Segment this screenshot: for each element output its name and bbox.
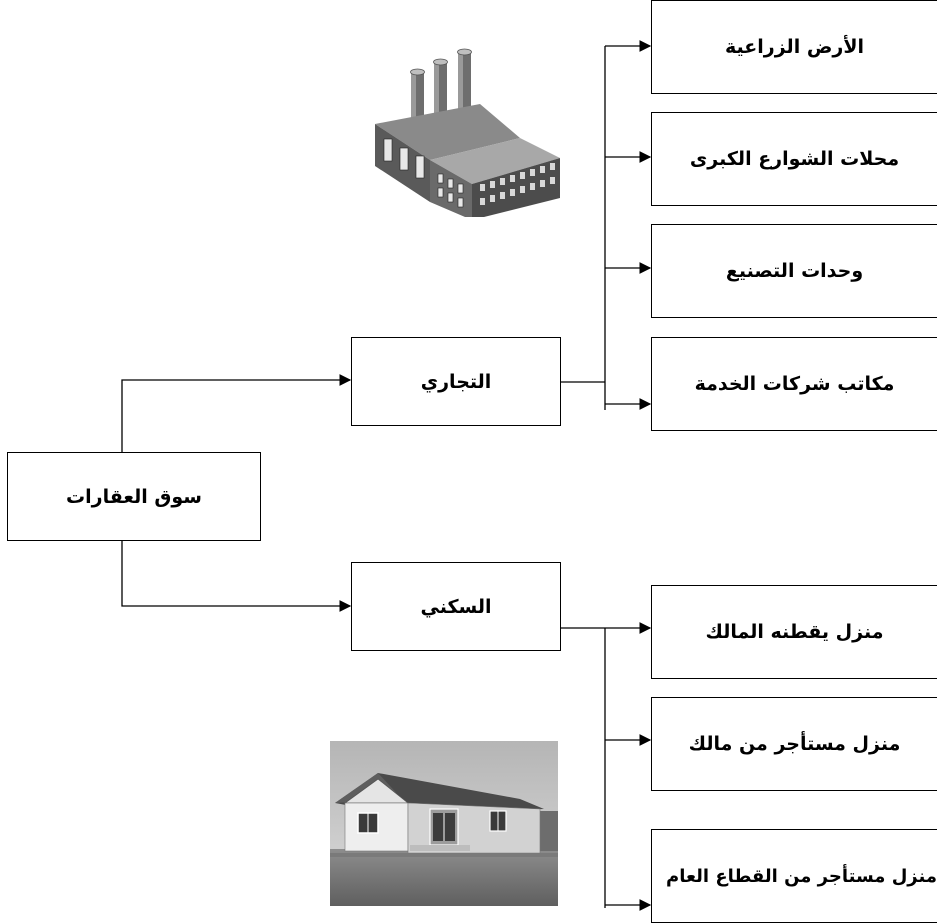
leaf-label: منزل مستأجر من مالك [688,733,901,755]
root-to-commercial-arrow [121,374,352,452]
leaf-label: وحدات التصنيع [725,260,864,282]
commercial-label: التجاري [420,370,492,393]
leaf-private-rented: منزل مستأجر من مالك [651,697,937,791]
leaf-service-offices: مكاتب شركات الخدمة [651,337,937,431]
residential-label: السكني [420,595,492,618]
root-label: سوق العقارات [66,485,202,508]
residential-node: السكني [351,562,561,651]
leaf-label: مكاتب شركات الخدمة [694,373,895,395]
leaf-public-rented: منزل مستأجر من القطاع العام [651,829,937,923]
leaf-farmland: الأرض الزراعية [651,0,937,94]
leaf-label: محلات الشوارع الكبرى [689,148,900,170]
root-node: سوق العقارات [7,452,261,541]
leaf-label: منزل مستأجر من القطاع العام [666,865,937,887]
commercial-node: التجاري [351,337,561,426]
root-to-residential-arrow [121,541,352,612]
leaf-high-street-shops: محلات الشوارع الكبرى [651,112,937,206]
leaf-label: الأرض الزراعية [725,36,864,58]
house-photo-image [330,741,558,906]
factory-icon [375,48,560,217]
leaf-owner-occupied: منزل يقطنه المالك [651,585,937,679]
leaf-manufacturing-units: وحدات التصنيع [651,224,937,318]
leaf-label: منزل يقطنه المالك [705,621,884,643]
